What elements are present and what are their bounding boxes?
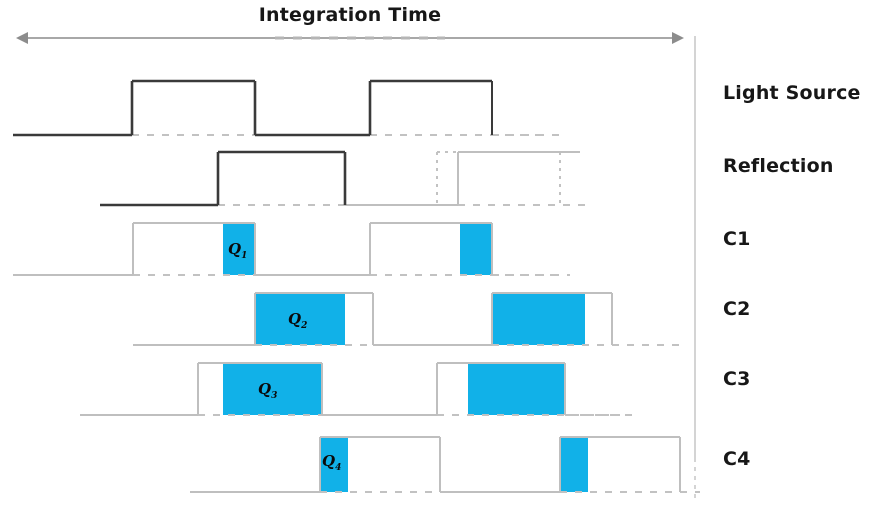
row-label-c2: C2 [723,298,751,320]
charge-label-c4: Q4 [322,452,341,473]
waveform-row-reflection [100,150,590,207]
row-label-c1: C1 [723,228,751,250]
charge-symbol: Q [258,380,272,398]
charge-label-c3: Q3 [258,380,277,401]
charge-fill-c2-1 [492,293,585,345]
waveform-row-c3 [80,362,640,416]
charge-label-c2: Q2 [288,310,307,331]
waveform-row-c1 [13,222,570,276]
row-label-reflection: Reflection [723,155,834,177]
diagram-title: Integration Time [258,4,442,26]
integration-time-axis [16,32,684,44]
axis-arrow-right-icon [672,32,684,44]
charge-subscript: 4 [335,463,342,473]
row-label-c3: C3 [723,368,751,390]
waveform-row-light-source [13,79,565,137]
charge-fill-c1-1 [460,223,492,275]
charge-fill-c4-1 [560,437,588,492]
waveform-row-c2 [133,292,680,346]
waveform-row-c4 [190,436,700,493]
charge-fill-c1-0 [223,223,255,275]
charge-fill-c3-0 [223,363,322,415]
charge-symbol: Q [288,310,302,328]
row-label-light-source: Light Source [723,82,861,104]
charge-fill-c3-1 [468,363,565,415]
charge-label-c1: Q1 [228,240,247,261]
charge-subscript: 2 [301,321,308,331]
charge-symbol: Q [228,240,242,258]
axis-arrow-left-icon [16,32,28,44]
row-label-c4: C4 [723,448,751,470]
charge-symbol: Q [322,452,336,470]
charge-fill-c4-0 [320,437,348,492]
charge-subscript: 3 [271,391,278,401]
charge-fill-c2-0 [255,293,345,345]
charge-subscript: 1 [241,251,248,261]
